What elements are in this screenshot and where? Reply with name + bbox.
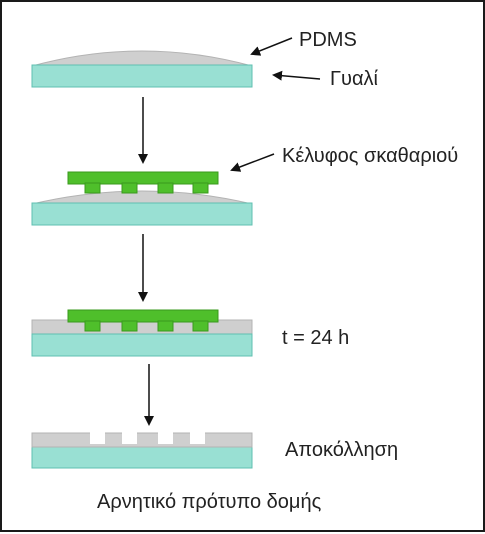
shell-pointer-arrow xyxy=(230,153,275,172)
glass-slide-2 xyxy=(31,202,253,226)
step-2-shell-placement xyxy=(31,153,275,226)
time-label: t = 24 h xyxy=(282,327,350,349)
beetle-shell-label: Κέλυφος σκαθαριού xyxy=(282,145,459,167)
step-3-curing xyxy=(31,309,253,357)
pdms-label: PDMS xyxy=(299,29,357,51)
step-4-detachment xyxy=(31,432,253,469)
step-1-pdms-on-glass xyxy=(31,37,321,88)
pdms-layer-1 xyxy=(31,50,253,67)
glass-slide-4 xyxy=(31,445,253,469)
glass-pointer-arrow xyxy=(272,70,321,81)
pdms-pointer-arrow xyxy=(250,37,293,56)
diagram-caption: Αρνητικό πρότυπο δομής xyxy=(97,491,322,513)
pdms-layer-2 xyxy=(31,190,253,205)
detachment-label: Αποκόλληση xyxy=(285,439,399,461)
beetle-shell-3 xyxy=(67,309,219,332)
replica-cavities xyxy=(90,432,205,444)
glass-label: Γυαλί xyxy=(330,68,378,90)
glass-slide-1 xyxy=(31,64,253,88)
pdms-replica xyxy=(31,432,253,448)
glass-slide-3 xyxy=(31,333,253,357)
beetle-shell-2 xyxy=(67,171,219,194)
